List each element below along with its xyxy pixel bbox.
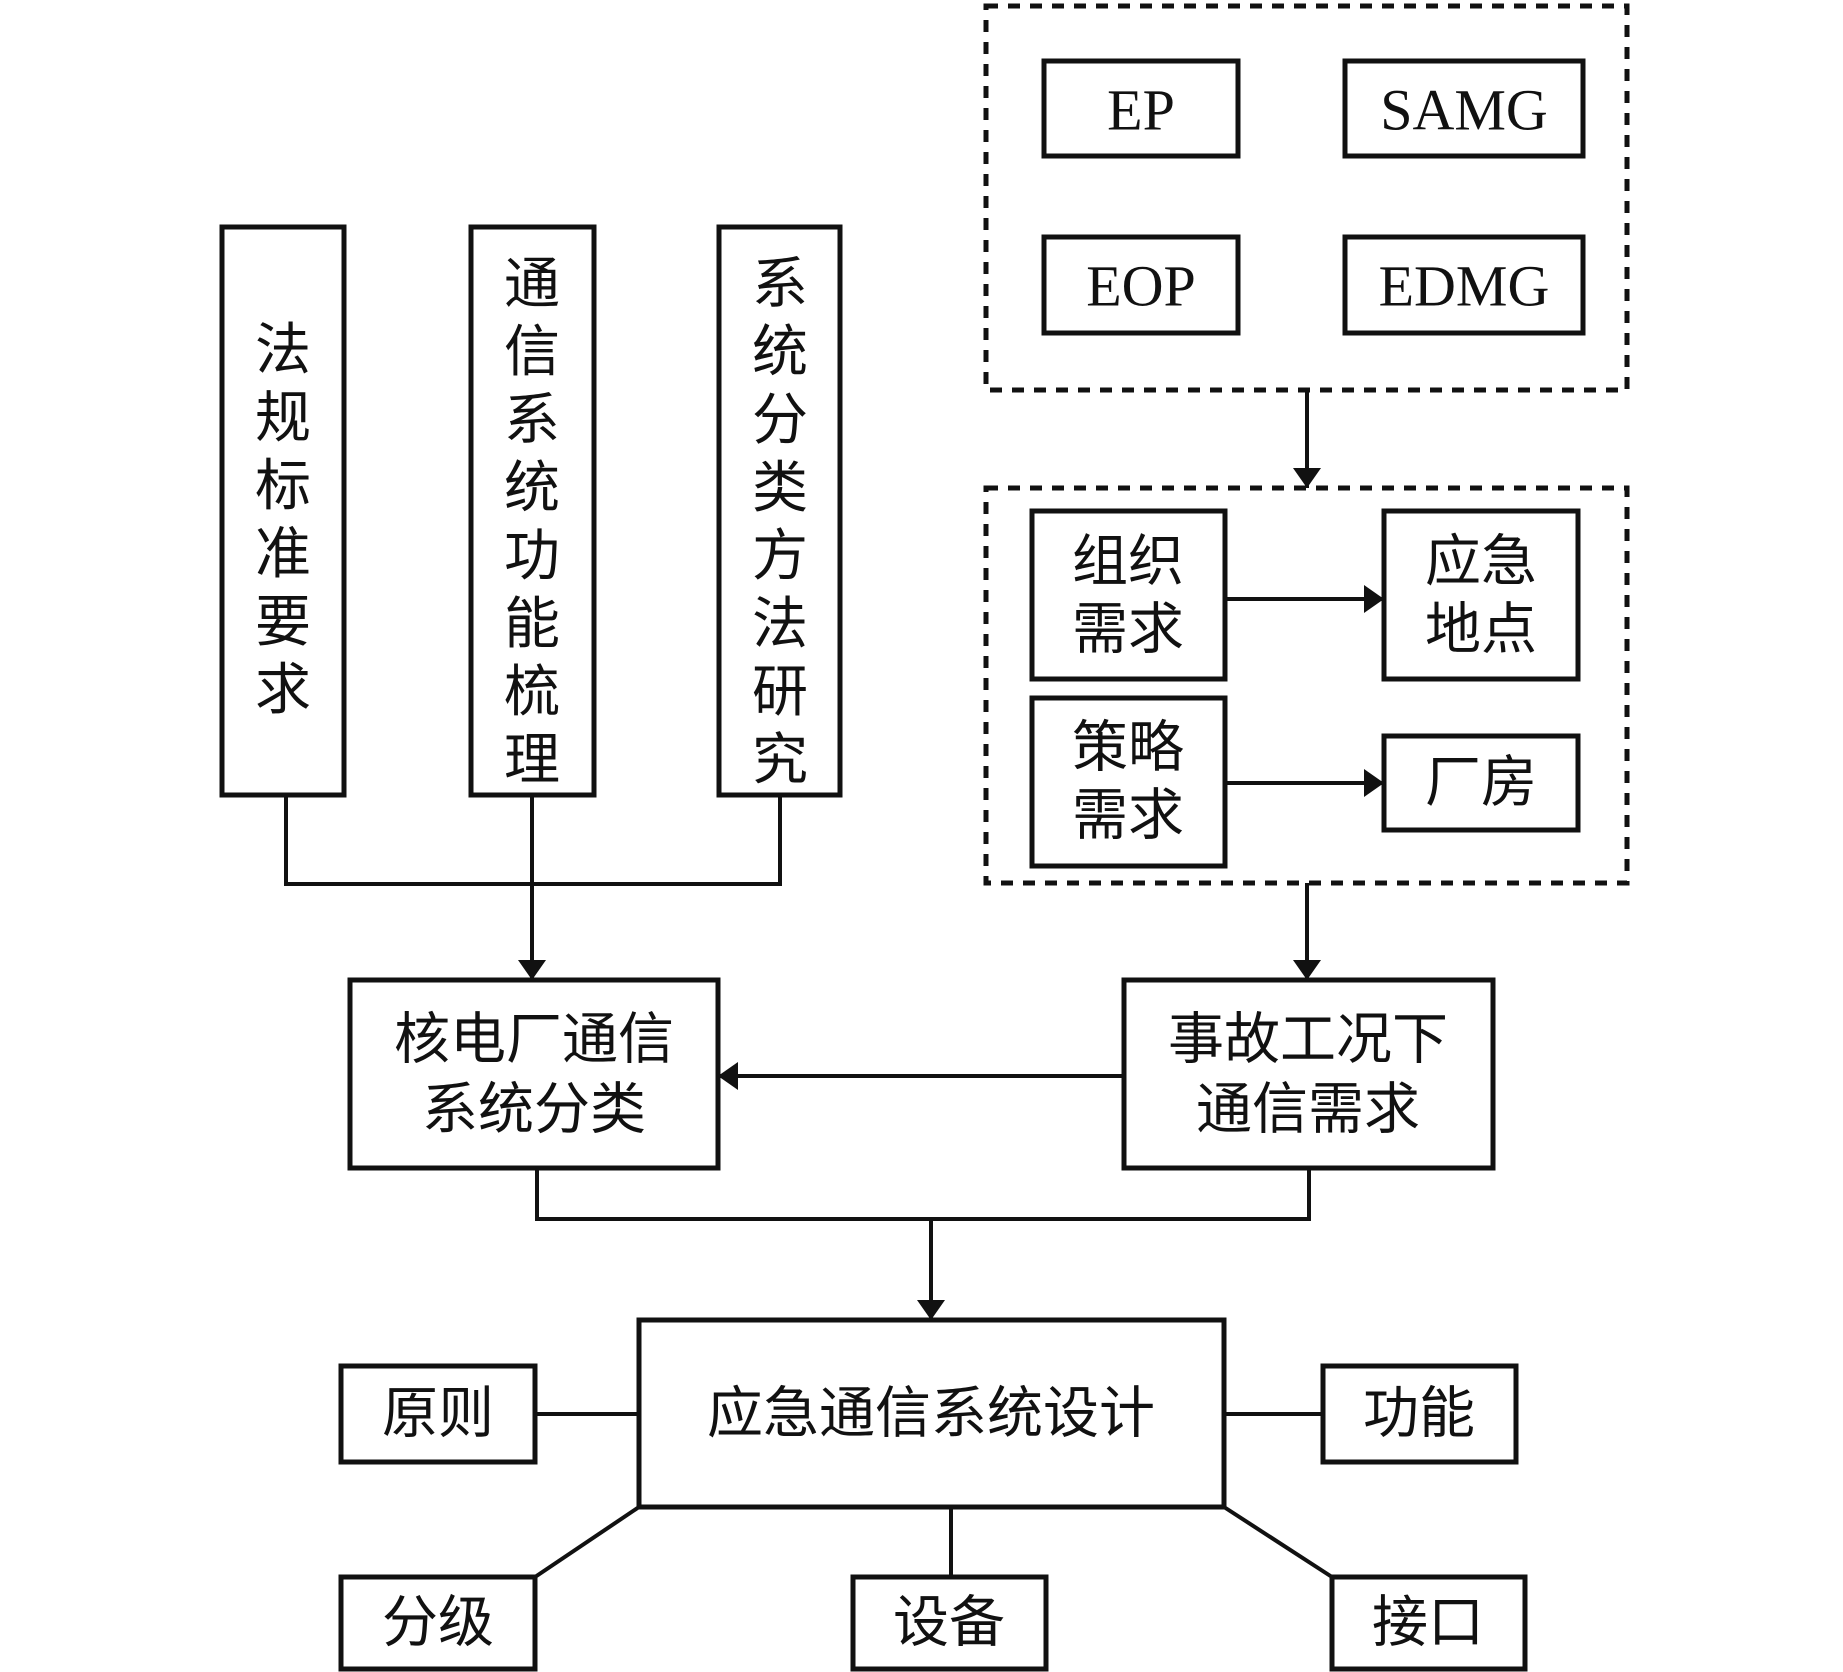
equipment-box: 设备: [850, 1574, 1049, 1672]
emergency-location-box: 应急 地点: [1381, 508, 1581, 682]
classification-box: 核电厂通信 系统分类: [347, 977, 721, 1171]
requirements-group: [983, 485, 1630, 886]
input-functions-label: 通信系统功能梳理: [504, 252, 560, 793]
procedure-edmg-label: EDMG: [1379, 254, 1550, 319]
classification-line1: 核电厂通信: [394, 1008, 674, 1073]
function-box: 功能: [1320, 1363, 1519, 1465]
principle-label: 原则: [382, 1382, 494, 1447]
interface-box: 接口: [1329, 1574, 1528, 1672]
classification-line2: 系统分类: [422, 1078, 646, 1143]
principle-box: 原则: [338, 1363, 538, 1465]
strategy-requirement-box: 策略 需求: [1029, 695, 1228, 869]
procedure-ep-label: EP: [1107, 78, 1175, 143]
procedure-edmg: EDMG: [1342, 234, 1586, 336]
org-requirement-line1: 组织: [1072, 530, 1184, 595]
merge-connector: [535, 1168, 1311, 1221]
building-label: 厂房: [1425, 751, 1537, 816]
building-box: 厂房: [1381, 733, 1581, 833]
accident-needs-line1: 事故工况下: [1168, 1008, 1448, 1073]
strategy-requirement-line1: 策略: [1072, 716, 1184, 781]
accident-needs-box: 事故工况下 通信需求: [1121, 977, 1496, 1171]
equipment-label: 设备: [893, 1591, 1005, 1656]
procedure-ep: EP: [1041, 58, 1241, 159]
link-interface: [1222, 1505, 1334, 1579]
input-regulations-box: 法规标准要求: [219, 224, 347, 798]
accident-needs-line2: 通信需求: [1196, 1078, 1420, 1143]
interface-label: 接口: [1372, 1591, 1484, 1656]
input-regulations-label: 法规标准要求: [255, 318, 311, 723]
grading-box: 分级: [338, 1574, 538, 1672]
design-label: 应急通信系统设计: [707, 1382, 1155, 1447]
input-functions-box: 通信系统功能梳理: [468, 224, 597, 798]
procedure-eop: EOP: [1041, 234, 1241, 336]
procedure-samg: SAMG: [1342, 58, 1586, 159]
grading-label: 分级: [382, 1591, 494, 1656]
input-methods-box: 系统分类方法研究: [716, 224, 843, 798]
org-requirement-box: 组织 需求: [1029, 508, 1228, 682]
link-grading: [533, 1505, 641, 1579]
design-box: 应急通信系统设计: [636, 1317, 1227, 1510]
emergency-location-line1: 应急: [1425, 530, 1537, 595]
strategy-requirement-line2: 需求: [1072, 784, 1184, 849]
org-requirement-line2: 需求: [1072, 598, 1184, 663]
procedure-samg-label: SAMG: [1380, 78, 1548, 143]
input-methods-label: 系统分类方法研究: [752, 252, 808, 793]
procedure-eop-label: EOP: [1086, 254, 1196, 319]
function-label: 功能: [1363, 1382, 1475, 1447]
emergency-location-line2: 地点: [1425, 598, 1537, 663]
